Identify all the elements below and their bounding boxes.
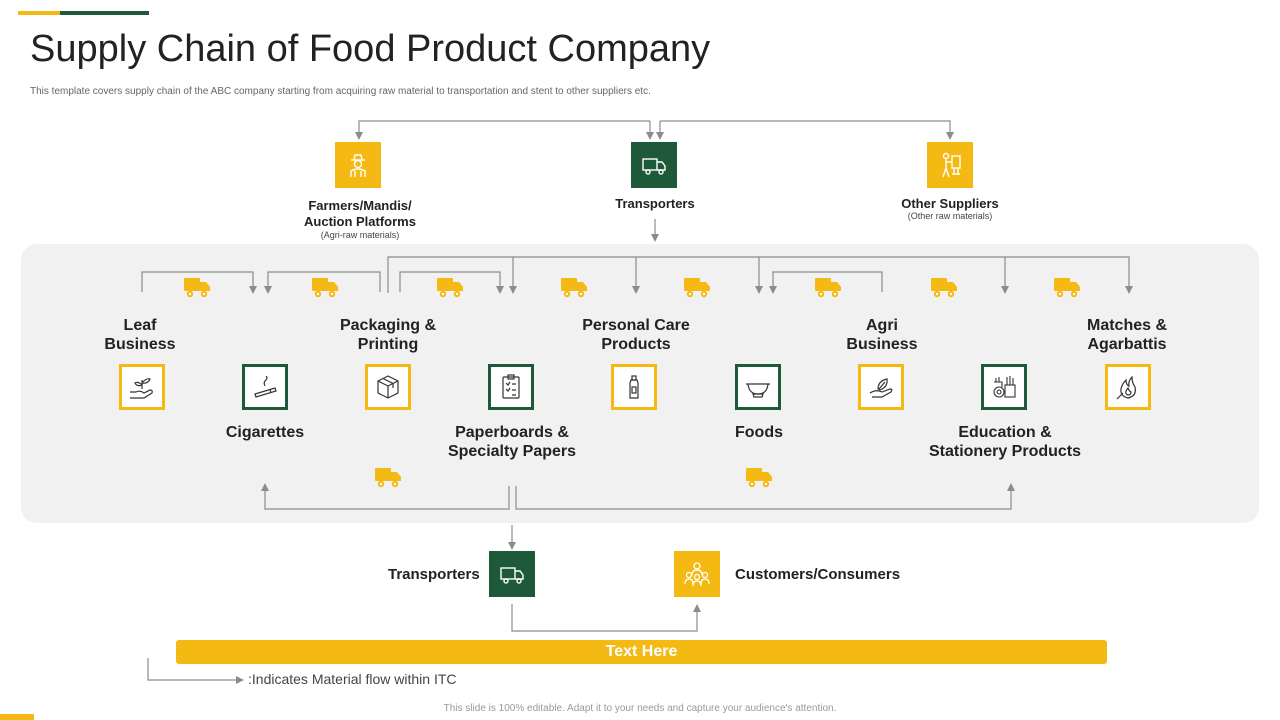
leaf-business-icon-box [119, 364, 165, 410]
packaging-icon-box [365, 364, 411, 410]
packaging-label-1: Packaging & [339, 317, 437, 334]
other-suppliers-note: (Other raw materials) [907, 211, 993, 221]
other-suppliers-label: Other Suppliers [901, 196, 999, 211]
foods-icon-box [735, 364, 781, 410]
personal-care-icon-box [611, 364, 657, 410]
packaging-label-2: Printing [357, 336, 419, 353]
truck-icon [642, 158, 666, 175]
paperboards-icon-box [488, 364, 534, 410]
paperboards-label-2: Specialty Papers [447, 443, 577, 460]
personal-care-label-1: Personal Care [582, 317, 690, 334]
connector-to-other-suppliers [660, 120, 954, 140]
education-icon-box [981, 364, 1027, 410]
farmers-label-line1: Farmers/Mandis/ [308, 198, 412, 213]
matches-label-1: Matches & [1086, 317, 1168, 334]
stationery-icon [993, 376, 1016, 398]
education-label-2: Stationery Products [928, 443, 1082, 460]
leaf-business-label-1: Leaf [123, 317, 157, 334]
foods-label: Foods [735, 424, 783, 441]
flame-icon [1116, 375, 1136, 400]
page-title: Supply Chain of Food Product Company [30, 28, 711, 70]
cigarettes-icon-box [242, 364, 288, 410]
legend-text: :Indicates Material flow within ITC [248, 671, 457, 687]
paperboards-label-1: Paperboards & [455, 424, 569, 441]
customers-label: Customers/Consumers [735, 566, 901, 583]
hand-plant-icon [130, 378, 153, 399]
farmer-icon [350, 154, 366, 177]
porter-icon-box [927, 142, 973, 188]
education-label-1: Education & [958, 424, 1052, 441]
personal-care-label-2: Products [601, 336, 671, 353]
people-icon [684, 562, 710, 587]
connector-to-farmers [355, 120, 650, 140]
connector-transporters-customers [511, 604, 701, 632]
leaf-business-label-2: Business [104, 336, 176, 353]
cigarette-icon [254, 375, 277, 398]
leaf-hand-icon [869, 378, 893, 398]
matches-label-2: Agarbattis [1087, 336, 1167, 353]
agri-business-icon-box [858, 364, 904, 410]
porter-icon [942, 152, 961, 178]
farmer-icon-box [335, 142, 381, 188]
accent-bar-green [60, 11, 149, 15]
distribution-transporters-label: Transporters [388, 566, 480, 583]
agri-business-label-1: Agri [866, 317, 898, 334]
distribution-transporters-icon-box [489, 551, 535, 597]
accent-bar-bottom [0, 714, 34, 720]
transporters-icon-box [631, 142, 677, 188]
footer-note: This slide is 100% editable. Adapt it to… [443, 703, 837, 714]
page-subtitle: This template covers supply chain of the… [30, 86, 651, 97]
cigarettes-label: Cigarettes [225, 424, 305, 441]
box-icon [377, 375, 399, 399]
transporters-label: Transporters [615, 196, 695, 211]
matches-icon-box [1105, 364, 1151, 410]
text-here-banner[interactable]: Text Here [176, 640, 1107, 664]
farmers-label-line2: Auction Platforms [304, 214, 416, 229]
bowl-icon [746, 383, 770, 398]
clipboard-icon [502, 374, 520, 399]
bottle-icon [629, 375, 639, 399]
agri-business-label-2: Business [846, 336, 918, 353]
farmers-note: (Agri-raw materials) [320, 230, 400, 240]
truck-icon [500, 567, 524, 584]
accent-bar-yellow [18, 11, 60, 15]
customers-icon-box [674, 551, 720, 597]
